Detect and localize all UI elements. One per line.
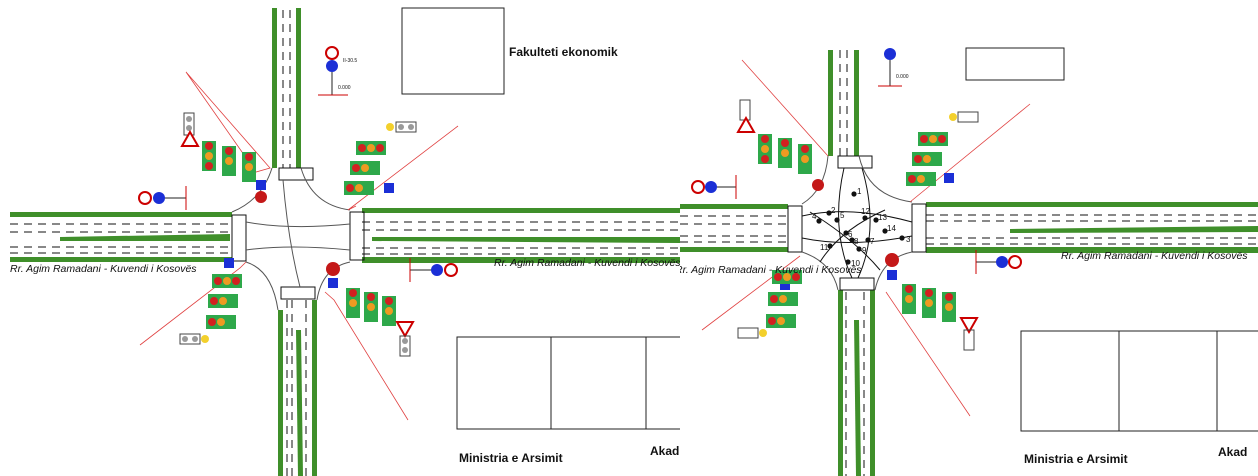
svg-text:1: 1	[857, 187, 862, 196]
elevation-label-right: 0.000	[896, 74, 909, 80]
building-top-right	[965, 47, 1065, 81]
signal-group-ne	[344, 121, 417, 195]
street-label-west-right: Rr. Agim Ramadani - Kuvendi i Kosovës	[680, 264, 862, 276]
svg-text:5: 5	[840, 211, 845, 220]
building-top-label: Fakulteti ekonomik	[509, 45, 618, 59]
svg-text:13: 13	[878, 213, 887, 222]
building-ministria	[456, 336, 680, 430]
street-label-west: Rr. Agim Ramadani - Kuvendi i Kosovës	[10, 263, 197, 275]
left-plan-drawing	[10, 7, 680, 476]
building-fakulteti	[401, 7, 505, 95]
west-arm	[10, 212, 247, 262]
building-bottom-right-label: Akad	[650, 444, 680, 458]
svg-text:12: 12	[861, 207, 870, 216]
east-arm-right	[911, 202, 1258, 253]
signal-guide-lines	[139, 71, 459, 421]
building-bottom-label: Ministria e Arsimit	[459, 451, 563, 465]
left-intersection-plan: Fakulteti ekonomik Rr. Agim Ramadani - K…	[10, 7, 680, 476]
signal-guide-lines-right	[701, 59, 1031, 417]
svg-text:6: 6	[848, 230, 853, 239]
svg-text:4: 4	[812, 212, 817, 221]
signal-group-nw	[180, 112, 267, 203]
signal-group-se	[326, 262, 415, 357]
building-bottom-label-right: Ministria e Arsimit	[1024, 452, 1128, 466]
svg-text:11: 11	[820, 243, 829, 252]
street-label-east-right: Rr. Agim Ramadani - Kuvendi i Kosovës	[1061, 250, 1248, 262]
speed-sign-north-right	[878, 48, 902, 87]
conflict-point-markers	[816, 191, 905, 265]
svg-text:8: 8	[854, 237, 859, 246]
sign-code-label: II-30.5	[343, 58, 358, 64]
svg-text:3: 3	[906, 235, 911, 244]
north-arm	[272, 8, 314, 181]
signal-group-se-right	[885, 253, 979, 351]
south-arm	[278, 286, 317, 476]
elevation-label: 0.000	[338, 85, 351, 91]
building-ministria-right	[1020, 330, 1258, 432]
speed-sign-east-right	[975, 250, 1022, 274]
speed-sign-west	[138, 186, 187, 210]
speed-sign-east	[409, 258, 458, 282]
speed-sign-north	[318, 46, 348, 96]
svg-text:9: 9	[862, 246, 867, 255]
street-label-east: Rr. Agim Ramadani - Kuvendi i Kosovës	[494, 257, 680, 269]
signal-group-ne-right	[906, 111, 979, 186]
north-arm-right	[828, 50, 873, 169]
east-arm	[349, 208, 680, 263]
svg-text:7: 7	[870, 237, 875, 246]
svg-text:2: 2	[831, 206, 836, 215]
signal-group-nw-right	[736, 99, 824, 191]
west-arm-right	[680, 204, 803, 253]
speed-sign-west-right	[691, 175, 737, 199]
signal-group-sw-right	[737, 270, 802, 339]
south-arm-right	[838, 277, 875, 476]
signal-group-sw	[179, 258, 242, 345]
curb-curves	[231, 167, 351, 311]
svg-text:10: 10	[851, 259, 860, 268]
building-bottom-right-label-right: Akad	[1218, 445, 1248, 459]
svg-text:14: 14	[887, 224, 896, 233]
